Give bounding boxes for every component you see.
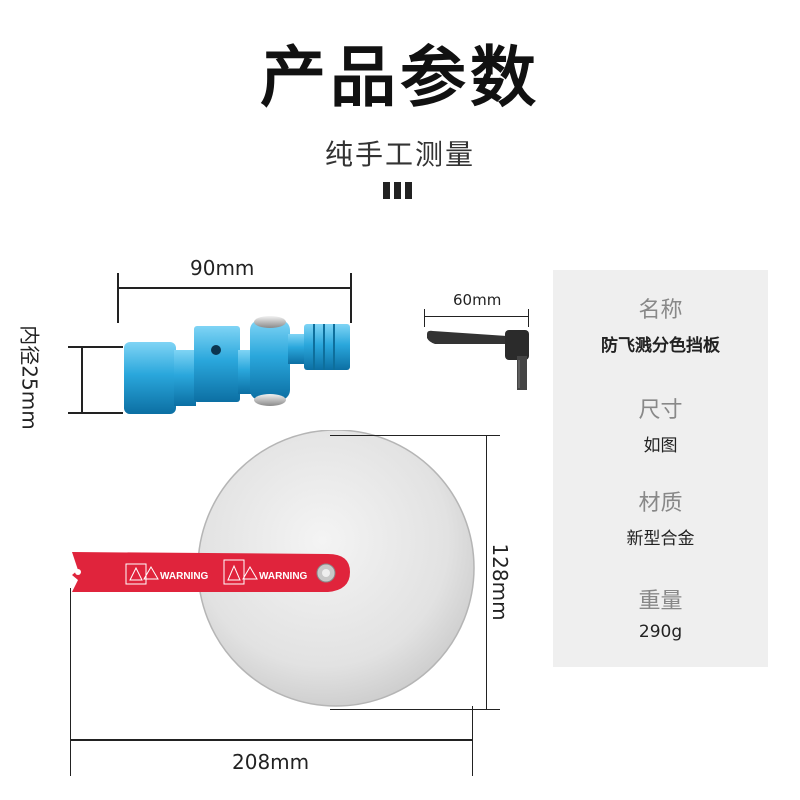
handle-width-label: 60mm bbox=[453, 291, 502, 309]
total-width-tick-right bbox=[472, 706, 473, 776]
inner-diameter-tick-top bbox=[68, 346, 123, 348]
nozzle-width-tick-left bbox=[117, 273, 119, 323]
spec-name-label: 名称 bbox=[638, 298, 683, 323]
adjustable-handle-image bbox=[427, 330, 529, 390]
nozzle-width-label: 90mm bbox=[190, 256, 255, 280]
spec-weight-value: 290g bbox=[638, 622, 683, 642]
plate-height-tick-top bbox=[330, 435, 500, 436]
spec-size-value: 如图 bbox=[643, 436, 678, 456]
spec-material-value: 新型合金 bbox=[626, 529, 695, 549]
nozzle-width-line bbox=[118, 287, 350, 289]
spray-nozzle-image bbox=[124, 316, 350, 414]
plate-height-label: 128mm bbox=[488, 543, 512, 621]
total-width-line bbox=[70, 739, 472, 741]
nozzle-width-tick-right bbox=[350, 273, 352, 323]
handle-width-tick-left bbox=[424, 309, 425, 327]
spec-size-label: 尺寸 bbox=[638, 398, 683, 423]
spec-name-value: 防飞溅分色挡板 bbox=[601, 336, 720, 356]
warning-text-1: WARNING bbox=[160, 571, 209, 582]
total-width-label: 208mm bbox=[232, 750, 310, 774]
spec-material-label: 材质 bbox=[638, 491, 683, 516]
warning-text-2: WARNING bbox=[259, 571, 308, 582]
plate-height-line bbox=[486, 435, 487, 709]
spec-weight-label: 重量 bbox=[638, 589, 683, 614]
handle-width-line bbox=[425, 316, 529, 317]
inner-diameter-label: 内径25mm bbox=[17, 325, 42, 430]
spec-panel: 名称 防飞溅分色挡板 尺寸 如图 材质 新型合金 重量 290g bbox=[553, 270, 768, 667]
page-title: 产品参数 bbox=[260, 39, 540, 116]
inner-diameter-line bbox=[81, 346, 83, 413]
splash-plate-image: WARNING WARNING bbox=[72, 430, 475, 707]
inner-diameter-tick-bottom bbox=[68, 412, 123, 414]
decorative-bars bbox=[383, 182, 415, 199]
plate-height-tick-bottom bbox=[330, 709, 500, 710]
handle-width-tick-right bbox=[528, 309, 529, 327]
total-width-tick-left bbox=[70, 588, 71, 776]
page-subtitle: 纯手工测量 bbox=[324, 138, 475, 171]
